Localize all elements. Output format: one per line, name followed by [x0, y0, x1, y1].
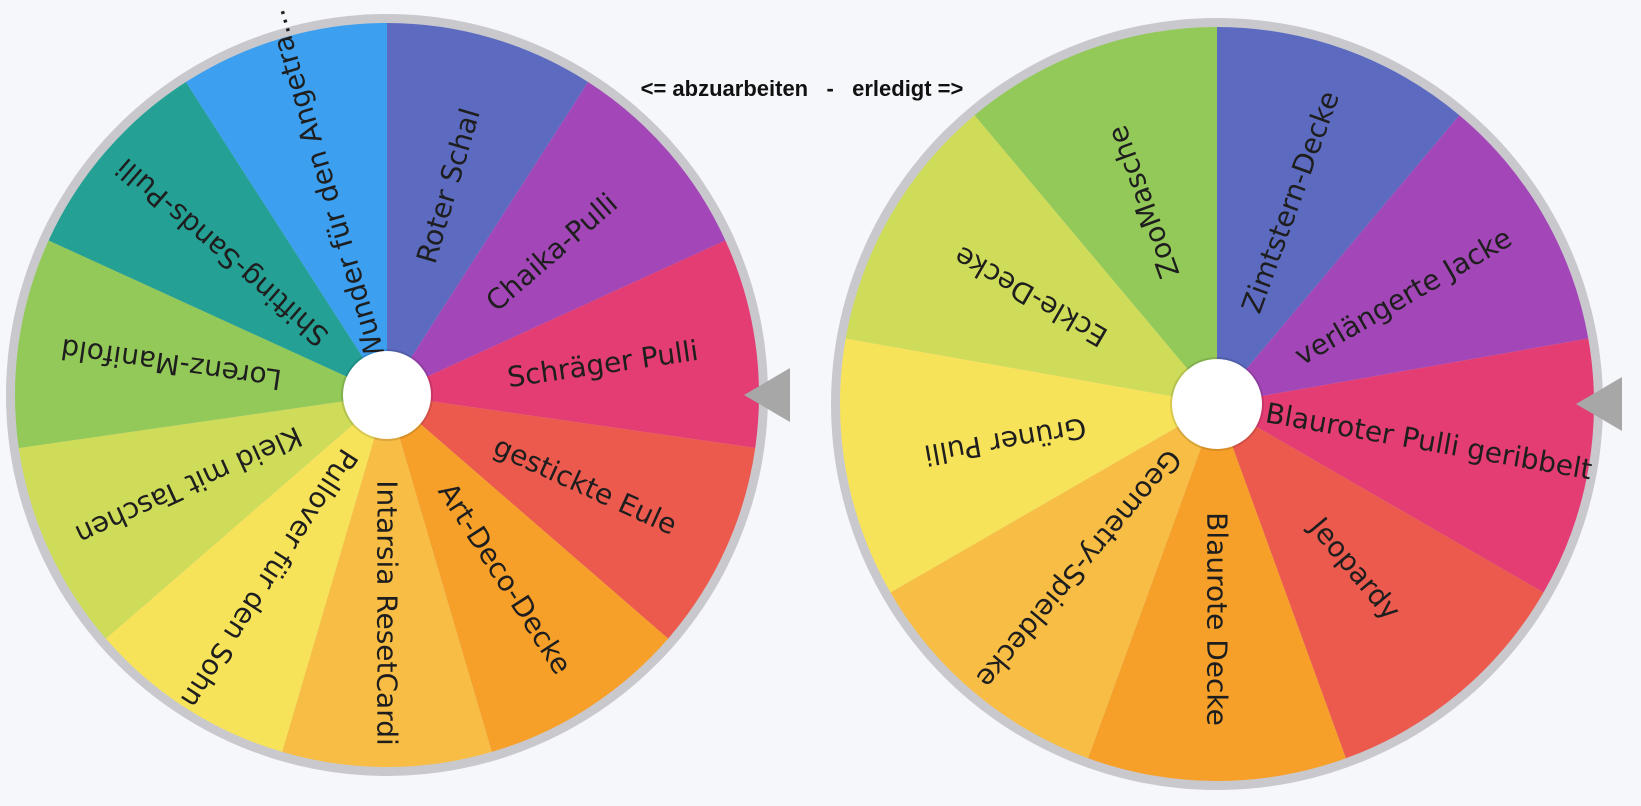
right-wheel-segment	[974, 27, 1217, 404]
right-wheel-segment	[1217, 27, 1460, 404]
header-text: <= abzuarbeiten - erledigt =>	[640, 76, 964, 101]
right-wheel-hub[interactable]	[1172, 359, 1262, 449]
right-wheel-segment	[1217, 338, 1595, 593]
left-wheel-hub[interactable]	[343, 351, 431, 439]
left-wheel-segment	[282, 395, 492, 768]
right-wheel-pointer-icon	[1576, 377, 1622, 431]
left-wheel-segment	[387, 395, 669, 752]
left-wheel-segment	[387, 23, 589, 395]
left-wheel-segment	[387, 395, 756, 639]
left-wheel-segment	[48, 82, 388, 396]
left-wheel-segment	[105, 395, 388, 752]
right-wheel-segment	[890, 404, 1217, 759]
right-wheel-segment-label: Blaurote Decke	[1201, 512, 1234, 726]
right-wheel-segment	[840, 338, 1217, 593]
right-wheel-segment	[1088, 404, 1346, 781]
left-wheel-segment	[387, 240, 759, 448]
left-wheel-segment-label: Intarsia ResetCardi	[371, 480, 404, 746]
left-wheel-pointer-icon	[744, 368, 790, 422]
left-wheel-segment	[14, 240, 387, 448]
right-wheel-segment	[1217, 115, 1589, 405]
left-wheel-segment	[18, 395, 387, 639]
right-wheel-segment	[1217, 404, 1544, 759]
left-wheel-segment	[185, 22, 387, 395]
right-wheel-segment	[845, 115, 1217, 405]
left-wheel-segment	[387, 82, 726, 396]
